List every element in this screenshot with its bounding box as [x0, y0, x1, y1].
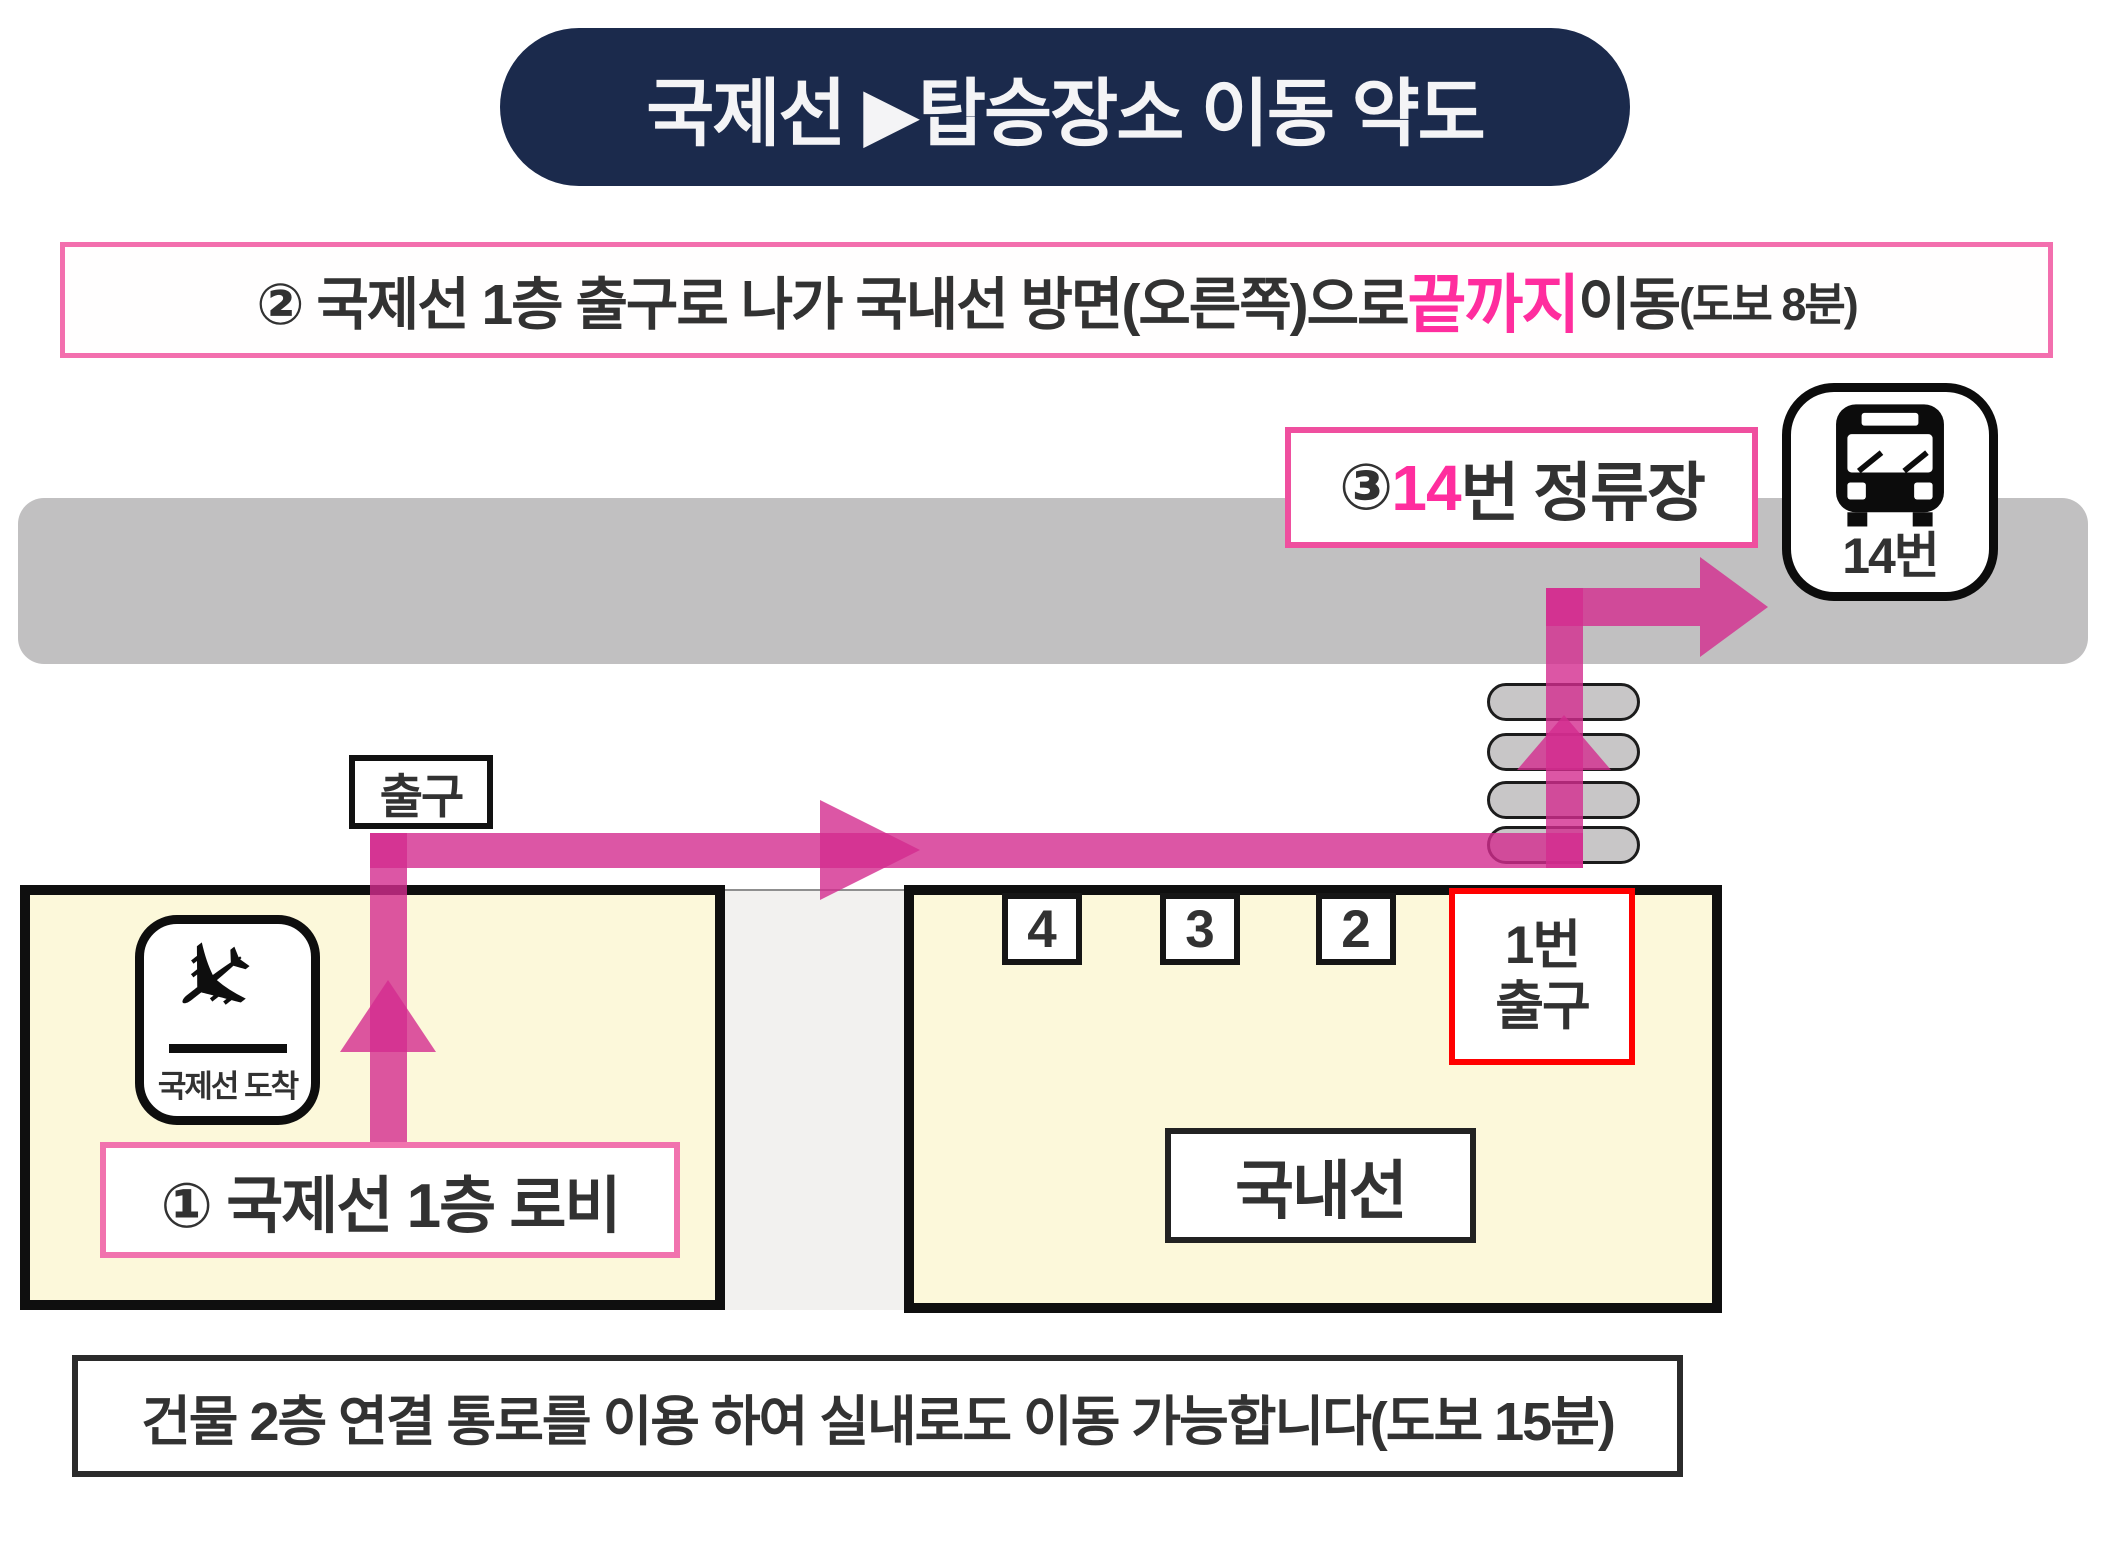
route-segment-horizontal	[370, 833, 1583, 868]
step2-walk-time: (도보 8분)	[1679, 278, 1859, 330]
step3-highlight: 14	[1391, 451, 1461, 524]
gate-tab-2: 2	[1316, 893, 1396, 965]
road-band	[18, 498, 2088, 664]
step3-busstop-box: ③ 14 번 정류장	[1285, 427, 1758, 548]
gate-tab-4: 4	[1002, 893, 1082, 965]
domestic-terminal-label-box: 국내선	[1165, 1128, 1476, 1243]
runway-bar	[168, 1044, 287, 1053]
international-lobby-label-box: ① 국제선 1층 로비	[100, 1142, 680, 1258]
step2-text-mid: 이동	[1578, 273, 1681, 337]
page-title: 국제선 ▶탑승장소 이동 약도	[646, 71, 1485, 155]
exit-1-box: 1번 출구	[1449, 888, 1635, 1065]
gate-number: 2	[1341, 899, 1371, 959]
step3-suffix: 번 정류장	[1460, 456, 1706, 529]
arrival-icon-label: 국제선 도착	[157, 1069, 299, 1104]
bus-stop-badge: 14번	[1782, 383, 1998, 601]
gate-number: 4	[1027, 899, 1057, 959]
gate-number: 3	[1185, 899, 1215, 959]
footer-note: 건물 2층 연결 통로를 이용 하여 실내로도 이동 가능합니다(도보 15분)	[141, 1391, 1616, 1452]
domestic-terminal-label: 국내선	[1235, 1154, 1408, 1227]
gate-tab-3: 3	[1160, 893, 1240, 965]
route-arrowhead-right-mid	[820, 800, 920, 900]
exit-label-box: 출구	[349, 755, 493, 829]
exit-1-line1: 1번	[1504, 915, 1581, 975]
airplane-landing-icon: ✈ 국제선 도착	[135, 906, 320, 1125]
airplane-glyph: ✈	[141, 906, 286, 1056]
building-connector-gap	[725, 889, 904, 1310]
footer-note-box: 건물 2층 연결 통로를 이용 하여 실내로도 이동 가능합니다(도보 15분)	[72, 1355, 1683, 1477]
bus-front-icon	[1836, 404, 1944, 527]
title-banner: 국제선 ▶탑승장소 이동 약도	[500, 28, 1630, 186]
step3-text: ③	[1339, 451, 1393, 523]
international-lobby-label: ① 국제선 1층 로비	[160, 1172, 622, 1241]
step2-text: ② 국제선 1층 출구로 나가 국내선 방면(오른쪽)으로	[256, 273, 1409, 337]
route-arrowhead-up-crosswalk	[1517, 715, 1611, 770]
route-arrowhead-right-busstop	[1700, 557, 1768, 657]
bus-stop-number: 14번	[1842, 528, 1940, 584]
exit-label: 출구	[379, 769, 464, 823]
route-arrowhead-up-lobby	[340, 980, 436, 1052]
step2-highlight: 끝까지	[1407, 269, 1581, 341]
route-segment-elbow	[1546, 588, 1700, 626]
step2-instruction-box: ② 국제선 1층 출구로 나가 국내선 방면(오른쪽)으로 끝까지 이동 (도보…	[60, 242, 2053, 358]
exit-1-line2: 출구	[1495, 976, 1591, 1036]
